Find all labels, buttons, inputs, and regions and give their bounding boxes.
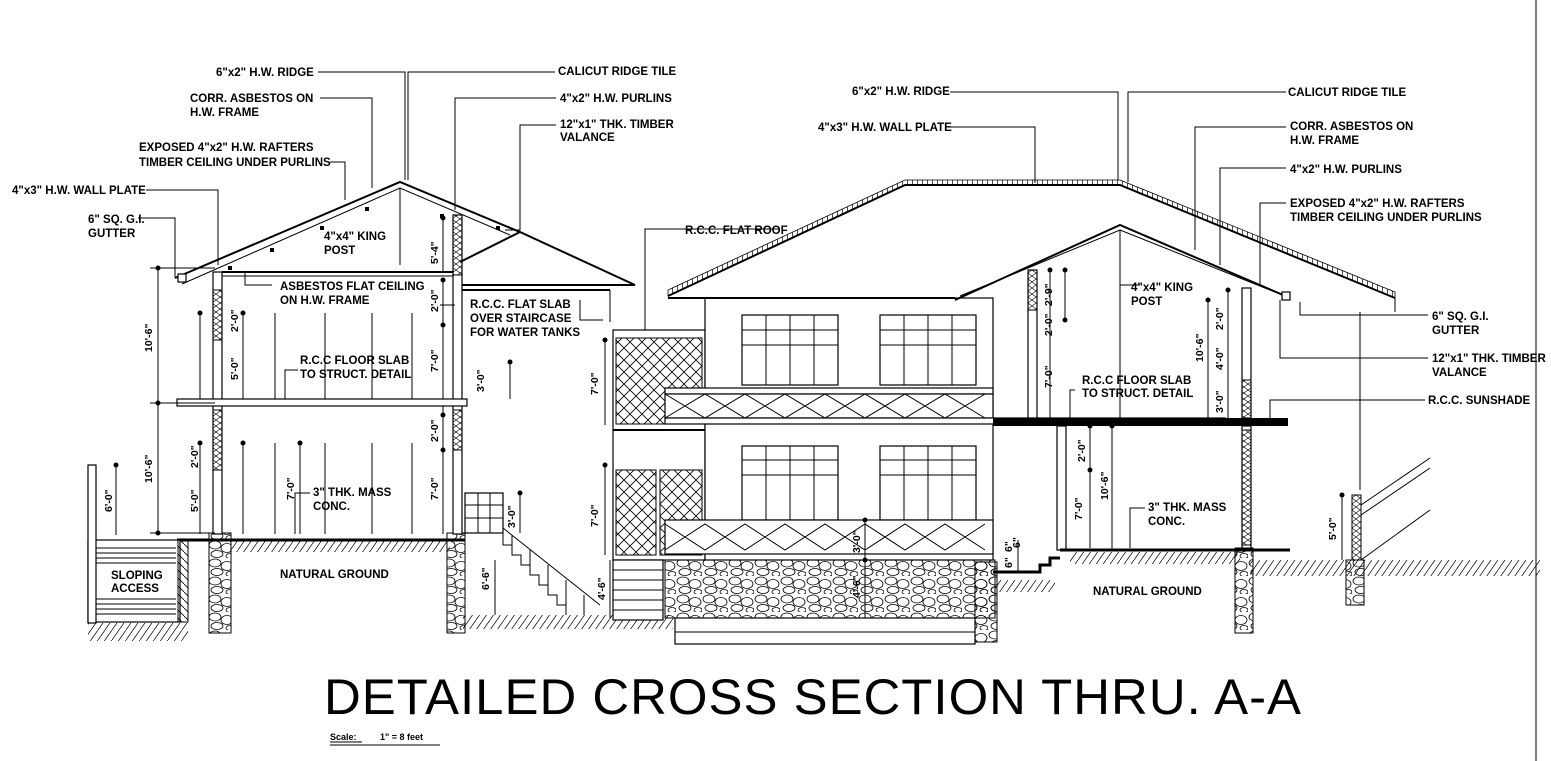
label-wallplate-right: 4"x3" H.W. WALL PLATE: [818, 122, 952, 134]
label-gutter-right-1: 6" SQ. G.I.: [1432, 311, 1489, 323]
label-rcc-floor-right-1: R.C.C FLOOR SLAB: [1082, 375, 1191, 387]
dim-10-6-r1: 10'-6": [1194, 333, 1206, 362]
label-rafters-right-2: TIMBER CEILING UNDER PURLINS: [1290, 212, 1482, 224]
dim-2-0-b: 2'-0": [229, 309, 241, 332]
scale-value: 1" = 8 feet: [380, 732, 423, 742]
dim-2-0-c: 2'-0": [189, 445, 201, 468]
label-sloping-1: SLOPING: [111, 570, 163, 582]
dim-5-4: 5'-4": [429, 241, 441, 264]
annotation-labels: 6"x2" H.W. RIDGE CALICUT RIDGE TILE CORR…: [12, 66, 1546, 598]
dim-4-6-b: 4'-6": [851, 575, 863, 598]
dim-2-0-a: 2'-0": [429, 289, 441, 312]
label-mass-left-1: 3" THK. MASS: [313, 487, 392, 499]
label-valance-left-2: VALANCE: [560, 132, 615, 144]
dim-7-0-d: 7'-0": [589, 372, 601, 395]
label-purlins-right: 4"x2" H.W. PURLINS: [1290, 164, 1402, 176]
dim-6-a: 6": [1003, 541, 1015, 552]
scale-label: Scale:: [330, 732, 357, 742]
label-valance-right-1: 12"x1" THK. TIMBER: [1432, 353, 1546, 365]
label-valance-left-1: 12"x1" THK. TIMBER: [560, 119, 674, 131]
dim-5-0-c: 5'-0": [1327, 517, 1339, 540]
dim-2-0-f: 2'-0": [1214, 307, 1226, 330]
lower-windows: [741, 445, 977, 521]
label-sunshade: R.C.C. SUNSHADE: [1428, 395, 1531, 407]
drawing-title: DETAILED CROSS SECTION THRU. A-A: [324, 669, 1302, 725]
dim-4-6-a: 4'-6": [596, 577, 608, 600]
dim-7-0-a: 7'-0": [429, 349, 441, 372]
label-rafters-right-1: EXPOSED 4"x2" H.W. RAFTERS: [1290, 198, 1465, 210]
label-rcc-slab-stair-3: FOR WATER TANKS: [470, 327, 580, 339]
label-wallplate-left: 4"x3" H.W. WALL PLATE: [12, 185, 146, 197]
dim-5-0-b: 5'-0": [189, 489, 201, 512]
dim-3-0-d: 3'-0": [1214, 390, 1226, 413]
label-gutter-left-2: GUTTER: [88, 228, 136, 240]
dim-7-0-e: 7'-0": [589, 504, 601, 527]
right-building: [954, 223, 1540, 643]
dim-7-0-c: 7'-0": [429, 477, 441, 500]
label-rcc-floor-right-2: TO STRUCT. DETAIL: [1082, 388, 1193, 400]
dim-7-0-b: 7'-0": [285, 477, 297, 500]
label-natural-left: NATURAL GROUND: [280, 569, 389, 581]
label-ridge-right: 6"x2" H.W. RIDGE: [852, 86, 950, 98]
dim-7-0-g: 7'-0": [1073, 497, 1085, 520]
label-corr-right-1: CORR. ASBESTOS ON: [1290, 121, 1413, 133]
upper-windows: [741, 314, 977, 386]
label-kingpost-left-2: POST: [324, 245, 355, 257]
left-building: [87, 180, 673, 641]
label-kingpost-left-1: 4"x4" KING: [324, 231, 386, 243]
dim-4-0: 4'-0": [1214, 347, 1226, 370]
middle-building: [612, 179, 1396, 645]
label-asb-ceiling-2: ON H.W. FRAME: [280, 295, 370, 307]
label-mass-left-2: CONC.: [313, 501, 350, 513]
dim-6-0: 6'-0": [103, 489, 115, 512]
dimension-texts: 10'-6" 10'-6" 5'-4" 2'-0" 2'-0" 5'-0" 7'…: [103, 241, 1339, 600]
label-mass-right-1: 3" THK. MASS: [1148, 502, 1227, 514]
dim-6-b: 6": [1003, 557, 1015, 568]
dim-10-6-lower: 10'-6": [143, 454, 155, 483]
label-ridge-left: 6"x2" H.W. RIDGE: [216, 67, 314, 79]
label-corr-right-2: H.W. FRAME: [1290, 135, 1359, 147]
dim-2-0-d: 2'-0": [429, 419, 441, 442]
label-rcc-flat-roof: R.C.C. FLAT ROOF: [685, 225, 788, 237]
dim-10-6-upper: 10'-6": [143, 323, 155, 352]
dim-3-0-b: 3'-0": [506, 505, 518, 528]
label-rcc-floor-left-2: TO STRUCT. DETAIL: [300, 369, 411, 381]
label-kingpost-right-1: 4"x4" KING: [1131, 282, 1193, 294]
label-natural-right: NATURAL GROUND: [1093, 586, 1202, 598]
label-sloping-2: ACCESS: [111, 583, 159, 595]
dim-10-6-r2: 10'-6": [1099, 471, 1111, 500]
label-valance-right-2: VALANCE: [1432, 367, 1487, 379]
dim-2-0-e: 2'-0": [1043, 313, 1055, 336]
label-rafters-left-2: TIMBER CEILING UNDER PURLINS: [139, 157, 331, 169]
label-purlins-left: 4"x2" H.W. PURLINS: [560, 93, 672, 105]
label-calicut-right: CALICUT RIDGE TILE: [1288, 87, 1407, 99]
label-rcc-floor-left-1: R.C.C FLOOR SLAB: [300, 355, 409, 367]
dim-5-0-a: 5'-0": [229, 357, 241, 380]
dim-6-6: 6'-6": [480, 567, 492, 590]
label-mass-right-2: CONC.: [1148, 516, 1185, 528]
label-corr-left-1: CORR. ASBESTOS ON: [190, 93, 313, 105]
dimension-ticks: [113, 215, 1345, 563]
dim-2-9: 2'-9": [1043, 283, 1055, 306]
label-gutter-left-1: 6" SQ. G.I.: [88, 214, 145, 226]
label-asb-ceiling-1: ASBESTOS FLAT CEILING: [280, 281, 425, 293]
leader-lines: [138, 71, 1428, 548]
label-corr-left-2: H.W. FRAME: [190, 107, 259, 119]
dimension-lines: [115, 218, 1343, 618]
label-gutter-right-2: GUTTER: [1432, 325, 1480, 337]
label-kingpost-right-2: POST: [1131, 296, 1162, 308]
dim-2-0-g: 2'-0": [1076, 439, 1088, 462]
dim-3-0-a: 3'-0": [475, 369, 487, 392]
label-rcc-slab-stair-2: OVER STAIRCASE: [470, 313, 572, 325]
dim-3-0-c: 3'-0": [851, 530, 863, 553]
label-calicut-left: CALICUT RIDGE TILE: [558, 66, 677, 78]
dim-6-c: 6": [1011, 537, 1023, 548]
label-rcc-slab-stair-1: R.C.C. FLAT SLAB: [470, 299, 571, 311]
dim-7-0-f: 7'-0": [1043, 365, 1055, 388]
label-rafters-left-1: EXPOSED 4"x2" H.W. RAFTERS: [139, 142, 314, 154]
